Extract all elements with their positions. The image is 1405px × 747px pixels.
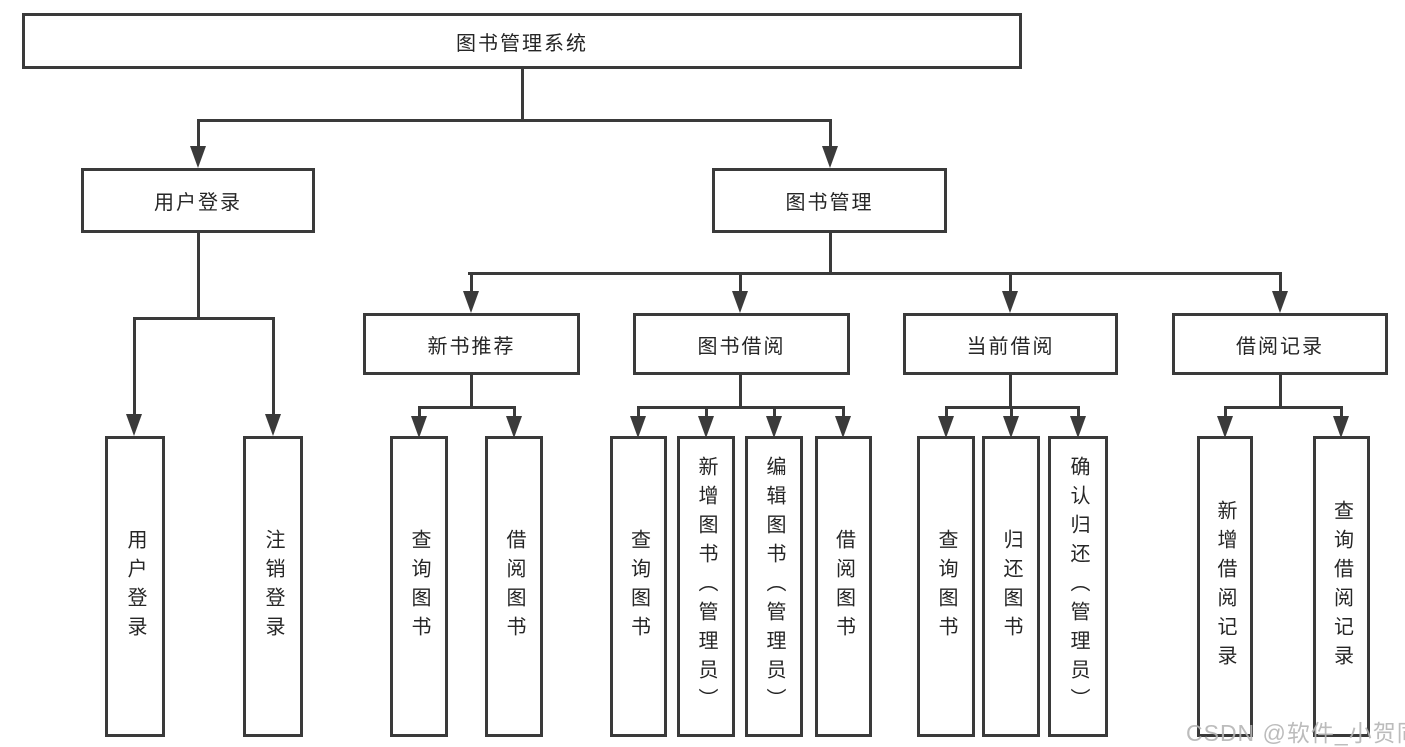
node-query-books-current: 查询图书 (917, 436, 975, 737)
connector-borrow-records-stem (1278, 375, 1282, 409)
node-query-borrow-record-label: 查询借阅记录 (1330, 499, 1353, 674)
node-borrow-books-label: 借阅图书 (832, 528, 855, 645)
arrowhead-icon (1003, 416, 1019, 438)
connector-leaf-stub (704, 407, 708, 416)
connector-borrow-records-rail (1223, 405, 1343, 409)
node-confirm-return-admin: 确认归还（管理员） (1048, 436, 1108, 737)
connector-book-mgmt-rail (468, 271, 1282, 275)
node-add-book-admin: 新增图书（管理员） (677, 436, 735, 737)
node-borrow-books-recommend: 借阅图书 (485, 436, 543, 737)
watermark: CSDN @软件_小贺同学 (1186, 720, 1405, 746)
arrowhead-icon (265, 414, 281, 436)
node-query-books-current-label: 查询图书 (935, 528, 957, 645)
node-query-books-recommend: 查询图书 (390, 436, 448, 737)
arrowhead-icon (835, 416, 851, 438)
connector-leaf-stub (772, 407, 776, 416)
node-current-borrow: 当前借阅 (903, 313, 1118, 375)
node-return-book: 归还图书 (982, 436, 1040, 737)
connector-leaf-stub (1223, 407, 1227, 416)
connector-to-borrow-records (1278, 273, 1282, 291)
node-book-management-label: 图书管理 (785, 192, 874, 214)
connector-new-book-stem (469, 375, 473, 409)
node-user-login-leaf-label: 用户登录 (124, 528, 146, 645)
connector-leaf-stub (944, 407, 948, 416)
node-query-books-recommend-label: 查询图书 (408, 528, 430, 645)
node-logout-label: 注销登录 (262, 528, 284, 645)
node-logout: 注销登录 (243, 436, 303, 737)
arrowhead-icon (411, 416, 427, 438)
connector-to-book-management (828, 120, 832, 148)
arrowhead-icon (1070, 416, 1086, 438)
connector-book-mgmt-stem (828, 233, 832, 275)
node-user-login-leaf: 用户登录 (105, 436, 165, 737)
arrowhead-icon (463, 291, 479, 313)
connector-book-borrow-stem (738, 375, 742, 409)
node-borrow-records: 借阅记录 (1172, 313, 1388, 375)
node-book-borrow-label: 图书借阅 (697, 335, 786, 358)
arrowhead-icon (938, 416, 954, 438)
arrowhead-icon (126, 414, 142, 436)
connector-leaf-stub (512, 407, 516, 416)
node-root-label: 图书管理系统 (456, 32, 588, 55)
node-borrow-books: 借阅图书 (815, 436, 872, 737)
node-confirm-return-admin-label: 确认归还（管理员） (1067, 456, 1089, 717)
node-add-borrow-record: 新增借阅记录 (1197, 436, 1253, 737)
connector-leaf-stub (1009, 407, 1013, 416)
node-user-login-label: 用户登录 (154, 192, 242, 214)
node-query-books-borrow-label: 查询图书 (627, 528, 650, 645)
node-query-borrow-record: 查询借阅记录 (1313, 436, 1370, 737)
arrowhead-icon (732, 291, 748, 313)
connector-to-book-borrow (738, 273, 742, 291)
node-user-login: 用户登录 (81, 168, 315, 233)
arrowhead-icon (766, 416, 782, 438)
arrowhead-icon (1217, 416, 1233, 438)
connector-to-logout-leaf (271, 318, 275, 414)
connector-current-borrow-stem (1008, 375, 1012, 409)
node-borrow-books-recommend-label: 借阅图书 (503, 528, 525, 645)
node-book-borrow: 图书借阅 (633, 313, 850, 375)
connector-book-borrow-rail (636, 405, 845, 409)
node-query-books-borrow: 查询图书 (610, 436, 667, 737)
connector-new-book-rail (417, 405, 516, 409)
connector-leaf-stub (841, 407, 845, 416)
arrowhead-icon (1333, 416, 1349, 438)
connector-root-rail (196, 118, 832, 122)
connector-leaf-stub (1076, 407, 1080, 416)
node-edit-book-admin: 编辑图书（管理员） (745, 436, 803, 737)
connector-to-user-login (196, 120, 200, 148)
arrowhead-icon (506, 416, 522, 438)
arrowhead-icon (190, 146, 206, 168)
connector-root-stem (520, 69, 524, 120)
node-return-book-label: 归还图书 (1000, 528, 1022, 645)
connector-user-login-rail (132, 316, 275, 320)
connector-to-login-leaf (132, 318, 136, 414)
connector-leaf-stub (1339, 407, 1343, 416)
arrowhead-icon (1002, 291, 1018, 313)
node-edit-book-admin-label: 编辑图书（管理员） (763, 456, 785, 717)
arrowhead-icon (1272, 291, 1288, 313)
connector-user-login-stem (196, 233, 200, 320)
node-add-borrow-record-label: 新增借阅记录 (1214, 499, 1236, 674)
connector-to-new-book (469, 273, 473, 291)
arrowhead-icon (630, 416, 646, 438)
arrowhead-icon (822, 146, 838, 168)
node-root: 图书管理系统 (22, 13, 1022, 69)
node-current-borrow-label: 当前借阅 (966, 335, 1055, 358)
node-add-book-admin-label: 新增图书（管理员） (695, 456, 717, 717)
node-borrow-records-label: 借阅记录 (1236, 335, 1324, 358)
node-new-book-recommend: 新书推荐 (363, 313, 580, 375)
node-book-management: 图书管理 (712, 168, 947, 233)
connector-leaf-stub (636, 407, 640, 416)
node-new-book-recommend-label: 新书推荐 (427, 335, 516, 358)
arrowhead-icon (698, 416, 714, 438)
connector-to-current-borrow (1008, 273, 1012, 291)
connector-leaf-stub (417, 407, 421, 416)
